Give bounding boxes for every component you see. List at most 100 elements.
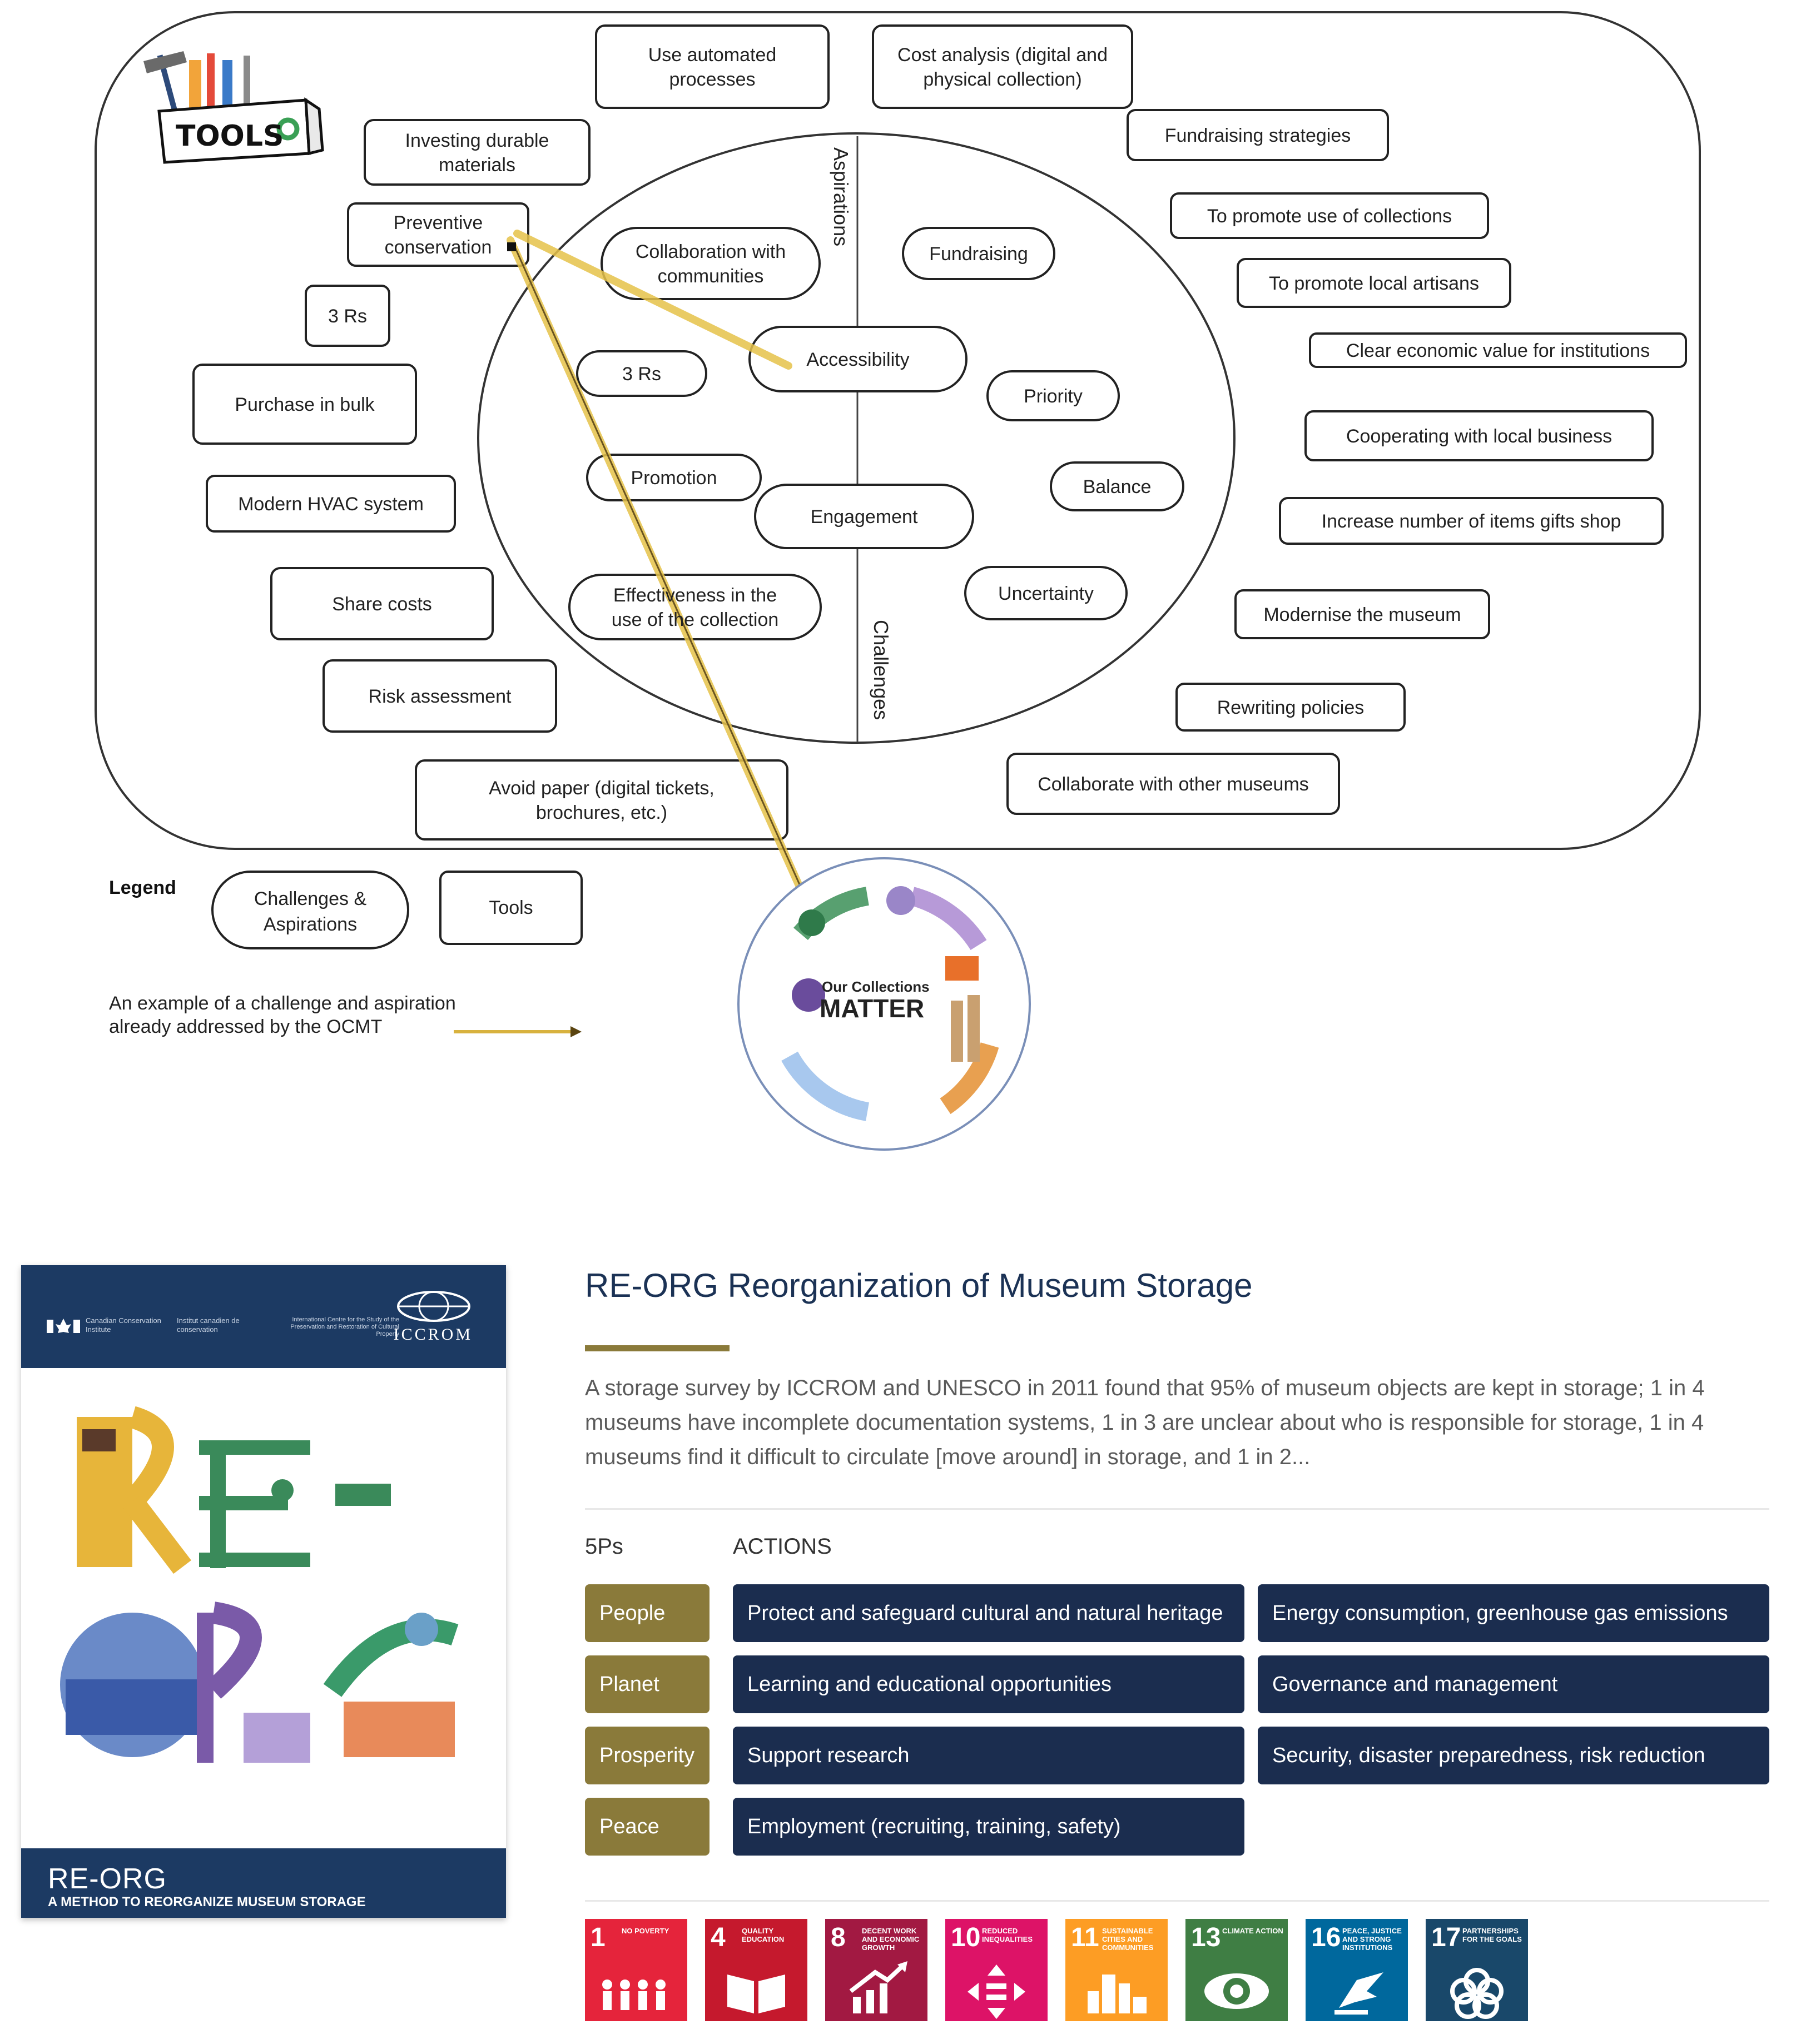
p-people[interactable]: People bbox=[585, 1584, 710, 1642]
sdg-label: SUSTAINABLE CITIES AND COMMUNITIES bbox=[1102, 1927, 1154, 1952]
logo-line2: MATTER bbox=[820, 994, 924, 1023]
cover-footer-band: RE-ORG A METHOD TO REORGANIZE MUSEUM STO… bbox=[21, 1848, 506, 1918]
tool-label-cooperating-with-local-business: Cooperating with local business bbox=[1346, 426, 1612, 447]
tool-label-to-promote-local-artisans: To promote local artisans bbox=[1269, 273, 1479, 294]
oval-effectiveness-in-the-use-of-the-collection bbox=[568, 574, 822, 640]
oval-label-3-rs: 3 Rs bbox=[622, 364, 661, 385]
action-governance[interactable]: Governance and management bbox=[1258, 1655, 1769, 1713]
sdg-number: 4 bbox=[711, 1923, 726, 1952]
ocmt-arrow-lines bbox=[507, 230, 817, 923]
tool-box-to-promote-local-artisans bbox=[1237, 258, 1511, 308]
action-employment[interactable]: Employment (recruiting, training, safety… bbox=[733, 1798, 1244, 1856]
oval-label-uncertainty: Uncertainty bbox=[998, 583, 1094, 604]
p-peace[interactable]: Peace bbox=[585, 1798, 710, 1856]
tool-box-to-promote-use-of-collections bbox=[1170, 192, 1489, 239]
tool-label-to-promote-use-of-collections: To promote use of collections bbox=[1207, 206, 1452, 227]
sdg-number: 11 bbox=[1071, 1923, 1099, 1952]
col-header-5ps: 5Ps bbox=[585, 1534, 623, 1559]
tool-box-purchase-in-bulk bbox=[192, 364, 417, 445]
page-title: RE-ORG Reorganization of Museum Storage bbox=[585, 1267, 1253, 1304]
legend-oval-swatch bbox=[211, 871, 409, 949]
oval-promotion bbox=[586, 454, 762, 501]
outer-frame bbox=[95, 11, 1701, 850]
logo-line1: Our Collections bbox=[822, 978, 930, 995]
tool-label-3-rs: 3 Rs bbox=[328, 306, 367, 327]
oval-label-promotion: Promotion bbox=[631, 468, 717, 489]
sdg-label: CLIMATE ACTION bbox=[1222, 1927, 1283, 1935]
oval-collaboration-with-communities bbox=[601, 227, 821, 300]
action-security-disaster[interactable]: Security, disaster preparedness, risk re… bbox=[1258, 1727, 1769, 1784]
cover-header-band: Canadian Conservation Institute Institut… bbox=[21, 1265, 506, 1368]
col-header-actions: ACTIONS bbox=[733, 1534, 832, 1559]
legend-box-label: Tools bbox=[489, 897, 533, 918]
tool-box-increase-number-of-items-gifts-shop bbox=[1279, 497, 1664, 545]
tool-box-cooperating-with-local-business bbox=[1304, 410, 1654, 461]
legend-box-swatch bbox=[439, 871, 583, 945]
oval-label-engagement: Engagement bbox=[811, 506, 918, 528]
axis-label-aspirations: Aspirations bbox=[830, 147, 852, 246]
legend-oval-label: Challenges &Aspirations bbox=[254, 888, 367, 935]
sdg-number: 10 bbox=[951, 1923, 981, 1952]
sdg-number: 13 bbox=[1191, 1923, 1221, 1952]
action-protect-heritage[interactable]: Protect and safeguard cultural and natur… bbox=[733, 1584, 1244, 1642]
description: A storage survey by ICCROM and UNESCO in… bbox=[585, 1376, 1705, 1469]
sdg-number: 8 bbox=[831, 1923, 846, 1952]
tool-box-modernise-the-museum bbox=[1234, 589, 1490, 639]
cover-title: RE-ORG bbox=[48, 1863, 167, 1895]
tool-box-modern-hvac-system bbox=[206, 475, 456, 533]
tool-label-increase-number-of-items-gifts-shop: Increase number of items gifts shop bbox=[1322, 511, 1621, 532]
tool-box-risk-assessment bbox=[323, 659, 557, 733]
action-support-research[interactable]: Support research bbox=[733, 1727, 1244, 1784]
sdg-4-tile[interactable]: 4 QUALITY EDUCATION bbox=[705, 1919, 807, 2021]
oval-accessibility bbox=[748, 326, 968, 392]
toolbox-icon: TOOLS bbox=[143, 51, 324, 164]
cover-iccrom-wordmark: ICCROM bbox=[393, 1325, 473, 1344]
tool-label-risk-assessment: Risk assessment bbox=[369, 686, 512, 707]
tool-box-use-automated-processes bbox=[595, 24, 830, 109]
cover-org-cci-fr: Institut canadien de conservation bbox=[177, 1316, 240, 1334]
action-learning[interactable]: Learning and educational opportunities bbox=[733, 1655, 1244, 1713]
cover-org-cci-en: Canadian Conservation Institute bbox=[86, 1316, 161, 1334]
tool-label-collaborate-with-other-museums: Collaborate with other museums bbox=[1038, 774, 1309, 795]
legend-title: Legend bbox=[109, 877, 176, 898]
diagram-canvas: Aspirations Challenges TOOLS bbox=[95, 11, 1701, 1151]
p-planet[interactable]: Planet bbox=[585, 1655, 710, 1713]
sdg-label: DECENT WORK AND ECONOMIC GROWTH bbox=[862, 1927, 920, 1952]
oval-label-priority: Priority bbox=[1024, 386, 1083, 407]
sdg-8-tile[interactable]: 8 DECENT WORK AND ECONOMIC GROWTH bbox=[825, 1919, 927, 2021]
legend: Legend Challenges &Aspirations Tools An … bbox=[109, 871, 583, 1037]
tool-box-investing-durable-materials bbox=[364, 119, 591, 186]
p-prosperity[interactable]: Prosperity bbox=[585, 1727, 710, 1784]
action-energy-consumption[interactable]: Energy consumption, greenhouse gas emiss… bbox=[1258, 1584, 1769, 1642]
tool-label-clear-economic-value-for-institutions: Clear economic value for institutions bbox=[1346, 340, 1650, 361]
sdg-number: 16 bbox=[1311, 1923, 1341, 1952]
sdg-number: 1 bbox=[591, 1923, 606, 1952]
tool-label-rewriting-policies: Rewriting policies bbox=[1217, 697, 1365, 718]
sdg-label: QUALITY EDUCATION bbox=[742, 1927, 785, 1943]
oval-label-accessibility: Accessibility bbox=[806, 349, 909, 370]
axis-label-challenges: Challenges bbox=[870, 620, 892, 720]
canada-flag-icon bbox=[47, 1319, 80, 1333]
tool-box-share-costs bbox=[270, 567, 494, 640]
oval-uncertainty bbox=[964, 566, 1128, 620]
oval-3-rs bbox=[576, 350, 707, 397]
divider-bottom bbox=[585, 1900, 1769, 1902]
tool-label-avoid-paper-digital-tickets-brochures-etc: Avoid paper (digital tickets,brochures, … bbox=[489, 778, 715, 823]
cover-org-iccrom-desc: International Centre for the Study of th… bbox=[290, 1316, 399, 1337]
tool-label-modernise-the-museum: Modernise the museum bbox=[1263, 604, 1461, 625]
tool-box-3-rs bbox=[305, 285, 390, 347]
tool-box-avoid-paper-digital-tickets-brochures-etc bbox=[415, 759, 788, 841]
legend-arrow-label: An example of a challenge and aspiration… bbox=[109, 993, 456, 1037]
oval-priority bbox=[986, 370, 1120, 421]
tool-box-fundraising-strategies bbox=[1127, 109, 1389, 161]
sdg-label: REDUCED INEQUALITIES bbox=[982, 1927, 1033, 1943]
